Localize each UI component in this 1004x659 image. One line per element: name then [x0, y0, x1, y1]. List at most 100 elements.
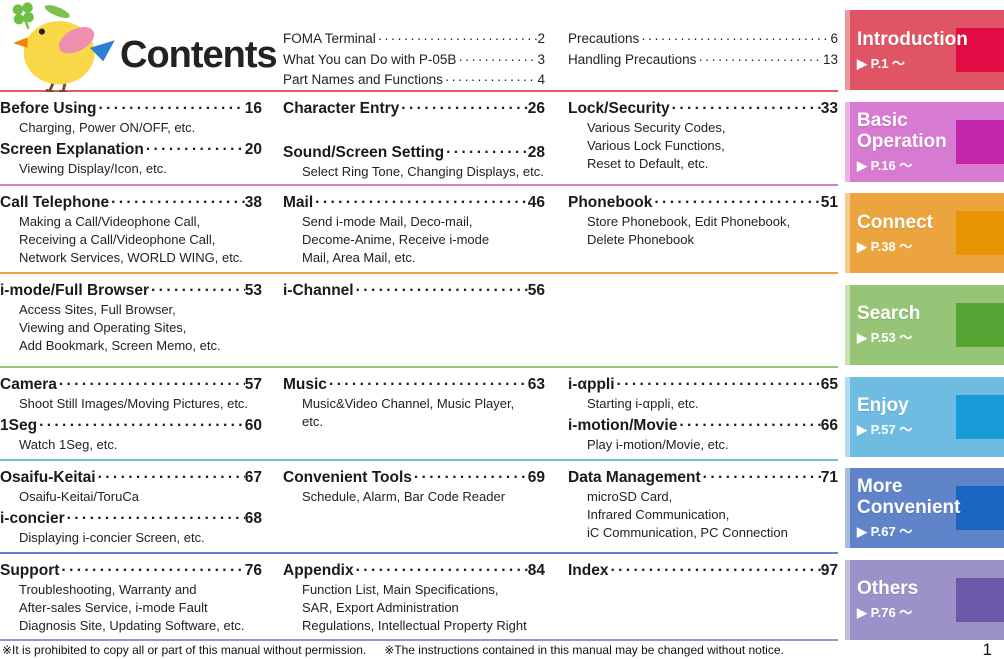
- title-area: Contents: [0, 0, 283, 92]
- toc-entry-description: Access Sites, Full Browser,: [19, 302, 176, 317]
- toc-entry-description: Shoot Still Images/Moving Pictures, etc.: [19, 396, 249, 411]
- footer-note-copy: ※It is prohibited to copy all or part of…: [2, 643, 367, 657]
- chapter-tab-introduction[interactable]: Introduction ▶ P.1 ～: [845, 10, 1004, 90]
- toc-sections: Before Using····························…: [0, 92, 838, 641]
- toc-link-appendix[interactable]: Appendix································…: [283, 561, 545, 581]
- toc-entry-phonebook: Phonebook·······························…: [568, 193, 838, 249]
- toc-entry-page: 28: [527, 144, 545, 161]
- toc-link-camera[interactable]: Camera··································…: [0, 375, 262, 395]
- dot-leader: ········································…: [641, 31, 830, 46]
- toc-entry-title: Sound/Screen Setting: [283, 144, 445, 161]
- toc-entry-description: Add Bookmark, Screen Memo, etc.: [19, 338, 221, 353]
- toc-entry-description: Receiving a Call/Videophone Call,: [19, 232, 216, 247]
- chapter-tab-label: Introduction: [857, 28, 968, 50]
- chapter-tab-rail: Introduction ▶ P.1 ～ Basic Operation▶ P.16…: [845, 10, 1004, 640]
- chapter-tab-search[interactable]: Search▶ P.53 ～: [845, 284, 1004, 365]
- toc-column: Index···································…: [568, 561, 838, 639]
- toc-entry-description: Displaying i-concier Screen, etc.: [19, 530, 205, 545]
- chapter-tab-label: Connect: [857, 211, 933, 233]
- toc-column: Appendix································…: [283, 561, 568, 639]
- chick-mascot-illustration: [12, 2, 115, 92]
- toc-entry-title: i-motion/Movie: [568, 417, 678, 434]
- toc-entry-title: Mail: [283, 194, 314, 211]
- toc-link-what-you-can-do-with-p-05b[interactable]: What You can Do with P-05B··············…: [283, 51, 545, 69]
- toc-link-character-entry[interactable]: Character Entry·························…: [283, 99, 545, 119]
- toc-section-row: Call Telephone··························…: [0, 186, 838, 274]
- toc-link-music[interactable]: Music···································…: [283, 375, 545, 395]
- chapter-tab-more-convenient[interactable]: More Convenient▶ P.67 ～: [845, 468, 1004, 549]
- toc-link-foma-terminal[interactable]: FOMA Terminal···························…: [283, 30, 545, 48]
- toc-column: Phonebook·······························…: [568, 193, 838, 272]
- toc-link-convenient-tools[interactable]: Convenient Tools························…: [283, 468, 545, 488]
- toc-link-index[interactable]: Index···································…: [568, 561, 838, 581]
- toc-entry-i-motion-movie: i-motion/Movie··························…: [568, 416, 838, 454]
- chapter-tab-pages: ▶ P.1 ～: [857, 55, 906, 71]
- dot-leader: ········································…: [355, 282, 528, 299]
- dot-leader: ········································…: [145, 141, 245, 158]
- toc-link-part-names-and-functions[interactable]: Part Names and Functions················…: [283, 71, 545, 89]
- toc-entry-screen-explanation: Screen Explanation······················…: [0, 140, 262, 178]
- toc-link-1seg[interactable]: 1Seg····································…: [0, 416, 262, 436]
- toc-link-i-channel[interactable]: i-Channel·······························…: [283, 281, 545, 301]
- toc-entry-page: 3: [537, 51, 545, 67]
- toc-link-phonebook[interactable]: Phonebook·······························…: [568, 193, 838, 213]
- toc-entry-i-ppli: i-αppli·································…: [568, 375, 838, 413]
- toc-entry-title: Music: [283, 376, 327, 393]
- chapter-tab-connect[interactable]: Connect▶ P.38 ～: [845, 193, 1004, 274]
- toc-link-osaifu-keitai[interactable]: Osaifu-Keitai···························…: [0, 468, 262, 488]
- toc-link-handling-precautions[interactable]: Handling Precautions····················…: [568, 51, 838, 69]
- toc-column: [568, 281, 838, 366]
- toc-entry-description: Network Services, WORLD WING, etc.: [19, 250, 243, 265]
- toc-link-i-mode-full-browser[interactable]: i-mode/Full Browser·····················…: [0, 281, 262, 301]
- dot-leader: ········································…: [458, 51, 537, 67]
- intro-toc-list: FOMA Terminal···························…: [283, 0, 568, 90]
- toc-entry-description: Regulations, Intellectual Property Right: [302, 618, 527, 633]
- toc-entry-1seg: 1Seg····································…: [0, 416, 262, 454]
- toc-entry-description: Decome-Anime, Receive i-mode: [302, 232, 490, 247]
- toc-entry-appendix: Appendix································…: [283, 561, 545, 635]
- toc-entry-lock-security: Lock/Security···························…: [568, 99, 838, 173]
- chapter-tab-enjoy[interactable]: Enjoy▶ P.57 ～: [845, 376, 1004, 457]
- toc-link-support[interactable]: Support·································…: [0, 561, 262, 581]
- footer-note-change: ※The instructions contained in this manu…: [384, 643, 784, 657]
- toc-entry-description: Play i-motion/Movie, etc.: [587, 437, 729, 452]
- page-number: 1: [982, 640, 992, 659]
- toc-link-i-concier[interactable]: i-concier·······························…: [0, 509, 262, 529]
- chapter-tab-basic-operation[interactable]: Basic Operation▶ P.16 ～: [845, 101, 1004, 182]
- toc-entry-title: Character Entry: [283, 100, 400, 117]
- toc-entry-page: 60: [244, 417, 262, 434]
- toc-link-i-ppli[interactable]: i-αppli·································…: [568, 375, 838, 395]
- toc-entry-title: Camera: [0, 376, 57, 393]
- toc-entry-title: Precautions: [568, 31, 640, 46]
- toc-link-screen-explanation[interactable]: Screen Explanation······················…: [0, 140, 262, 160]
- dot-leader: ········································…: [610, 562, 820, 579]
- toc-entry-title: i-αppli: [568, 376, 615, 393]
- chapter-tab-others[interactable]: Others▶ P.76 ～: [845, 559, 1004, 640]
- toc-link-call-telephone[interactable]: Call Telephone··························…: [0, 193, 262, 213]
- dot-leader: ········································…: [377, 31, 538, 46]
- toc-link-i-motion-movie[interactable]: i-motion/Movie··························…: [568, 416, 838, 436]
- toc-column: i-mode/Full Browser·····················…: [0, 281, 283, 366]
- toc-entry-page: 84: [527, 562, 545, 579]
- chapter-tab-label: Enjoy: [857, 395, 909, 417]
- toc-entry-convenient-tools: Convenient Tools························…: [283, 468, 545, 506]
- toc-link-mail[interactable]: Mail····································…: [283, 193, 545, 213]
- dot-leader: ········································…: [315, 194, 528, 211]
- toc-entry-description: Send i-mode Mail, Deco-mail,: [302, 214, 473, 229]
- dot-leader: ········································…: [98, 100, 245, 117]
- chapter-tab-pages: ▶ P.76 ～: [857, 605, 913, 621]
- toc-link-data-management[interactable]: Data Management·························…: [568, 468, 838, 488]
- toc-column: i-Channel·······························…: [283, 281, 568, 366]
- toc-link-lock-security[interactable]: Lock/Security···························…: [568, 99, 838, 119]
- toc-link-precautions[interactable]: Precautions·····························…: [568, 30, 838, 48]
- toc-entry-title: FOMA Terminal: [283, 31, 376, 46]
- toc-entry-page: 51: [820, 194, 838, 211]
- toc-column: Call Telephone··························…: [0, 193, 283, 272]
- toc-link-sound-screen-setting[interactable]: Sound/Screen Setting····················…: [283, 143, 545, 163]
- tab-accent-square: [956, 211, 1004, 256]
- toc-entry-title: i-concier: [0, 510, 65, 527]
- tab-edge-strip: [845, 376, 850, 457]
- dot-leader: ········································…: [702, 469, 821, 486]
- toc-link-before-using[interactable]: Before Using····························…: [0, 99, 262, 119]
